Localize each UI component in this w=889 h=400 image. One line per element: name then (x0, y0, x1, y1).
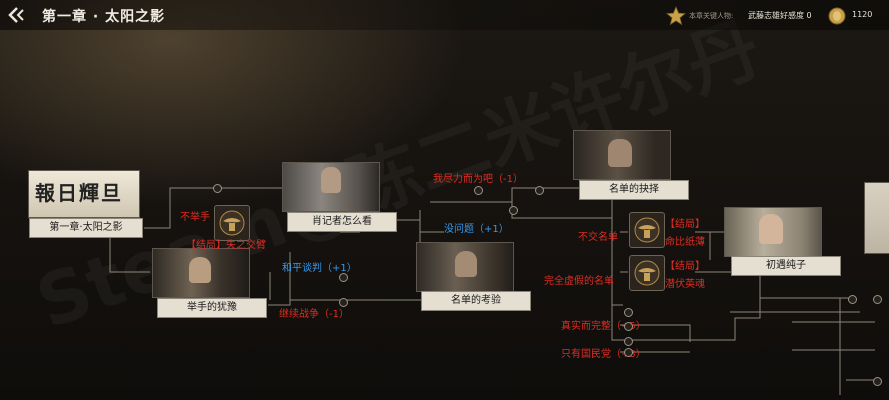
branch-dot (339, 298, 348, 307)
node-list-test-image[interactable] (416, 242, 514, 292)
choice-real-complete[interactable]: 真实而完整（+5） (561, 321, 646, 332)
chapter-title: 第一章 · 太阳之影 (42, 9, 166, 25)
node-reporter-image[interactable] (282, 162, 380, 212)
branch-dot (624, 322, 633, 331)
branch-dot (535, 186, 544, 195)
node-first-meet-label[interactable]: 初遇纯子 (732, 257, 840, 275)
back-arrow-icon (8, 7, 24, 23)
branch-dot (624, 337, 633, 346)
choice-no-list[interactable]: 不交名单 (578, 232, 618, 243)
coin-count: 1120 (852, 10, 873, 19)
choice-ending-paper-life[interactable]: 【结局】命比纸薄 (665, 219, 705, 248)
branch-dot (509, 206, 518, 215)
node-raise-hand-image[interactable] (152, 248, 250, 298)
node-reporter-label[interactable]: 肖记者怎么看 (288, 213, 396, 231)
branch-dot (474, 186, 483, 195)
branch-dot (213, 184, 222, 193)
branch-dot (339, 273, 348, 282)
branch-dot (873, 295, 882, 304)
eagle-emblem-icon (634, 217, 660, 243)
eagle-emblem-icon (219, 210, 245, 236)
node-raise-hand-label[interactable]: 举手的犹豫 (158, 299, 266, 317)
choice-continue-war[interactable]: 继续战争（-1） (279, 309, 349, 320)
figure-silhouette (321, 167, 341, 193)
figure-silhouette (759, 214, 783, 244)
figure-silhouette (189, 257, 211, 283)
node-start-label[interactable]: 第一章·太阳之影 (30, 219, 142, 237)
node-first-meet-image[interactable] (724, 207, 822, 257)
choice-no-raise[interactable]: 不举手 (180, 212, 210, 223)
figure-silhouette (455, 251, 477, 277)
branch-dot (624, 308, 633, 317)
choice-ending-hidden-hero[interactable]: 【结局】潜伏英魂 (665, 261, 705, 290)
key-person-label: 本章关键人物: (689, 12, 734, 20)
figure-silhouette (608, 139, 632, 167)
choice-ending-lost-friend[interactable]: 【结局】失之交臂 (186, 240, 266, 251)
node-list-choice-image[interactable] (573, 130, 671, 180)
choice-do-my-best[interactable]: 我尽力而为吧（-1） (433, 174, 523, 185)
node-offscreen-image[interactable] (864, 182, 889, 254)
top-bar: 第一章 · 太阳之影 本章关键人物: 武藤志雄好感度 0 1120 (0, 0, 889, 30)
choice-peace-talk[interactable]: 和平谈判（+1） (282, 263, 357, 274)
ending-badge-hidden-hero[interactable] (629, 255, 665, 291)
ending-badge-paper-life[interactable] (629, 212, 665, 248)
choice-only-kmt[interactable]: 只有国民党（+3） (561, 349, 646, 360)
newspaper-headline: 報日輝旦 (35, 181, 123, 205)
key-person-value: 武藤志雄好感度 0 (748, 11, 812, 20)
choice-fake-list[interactable]: 完全虚假的名单 (544, 276, 614, 287)
branch-dot (873, 377, 882, 386)
node-start-image[interactable]: 報日輝旦 (28, 170, 140, 218)
ending-badge-lost-friend[interactable] (214, 205, 250, 241)
back-button[interactable] (6, 5, 28, 25)
branch-dot (624, 348, 633, 357)
eagle-emblem-icon (634, 260, 660, 286)
node-list-test-label[interactable]: 名单的考验 (422, 292, 530, 310)
coin-icon (828, 7, 846, 25)
choice-no-problem[interactable]: 没问题（+1） (444, 224, 509, 235)
branch-dot (848, 295, 857, 304)
node-list-choice-label[interactable]: 名单的抉择 (580, 181, 688, 199)
star-icon (665, 5, 687, 26)
